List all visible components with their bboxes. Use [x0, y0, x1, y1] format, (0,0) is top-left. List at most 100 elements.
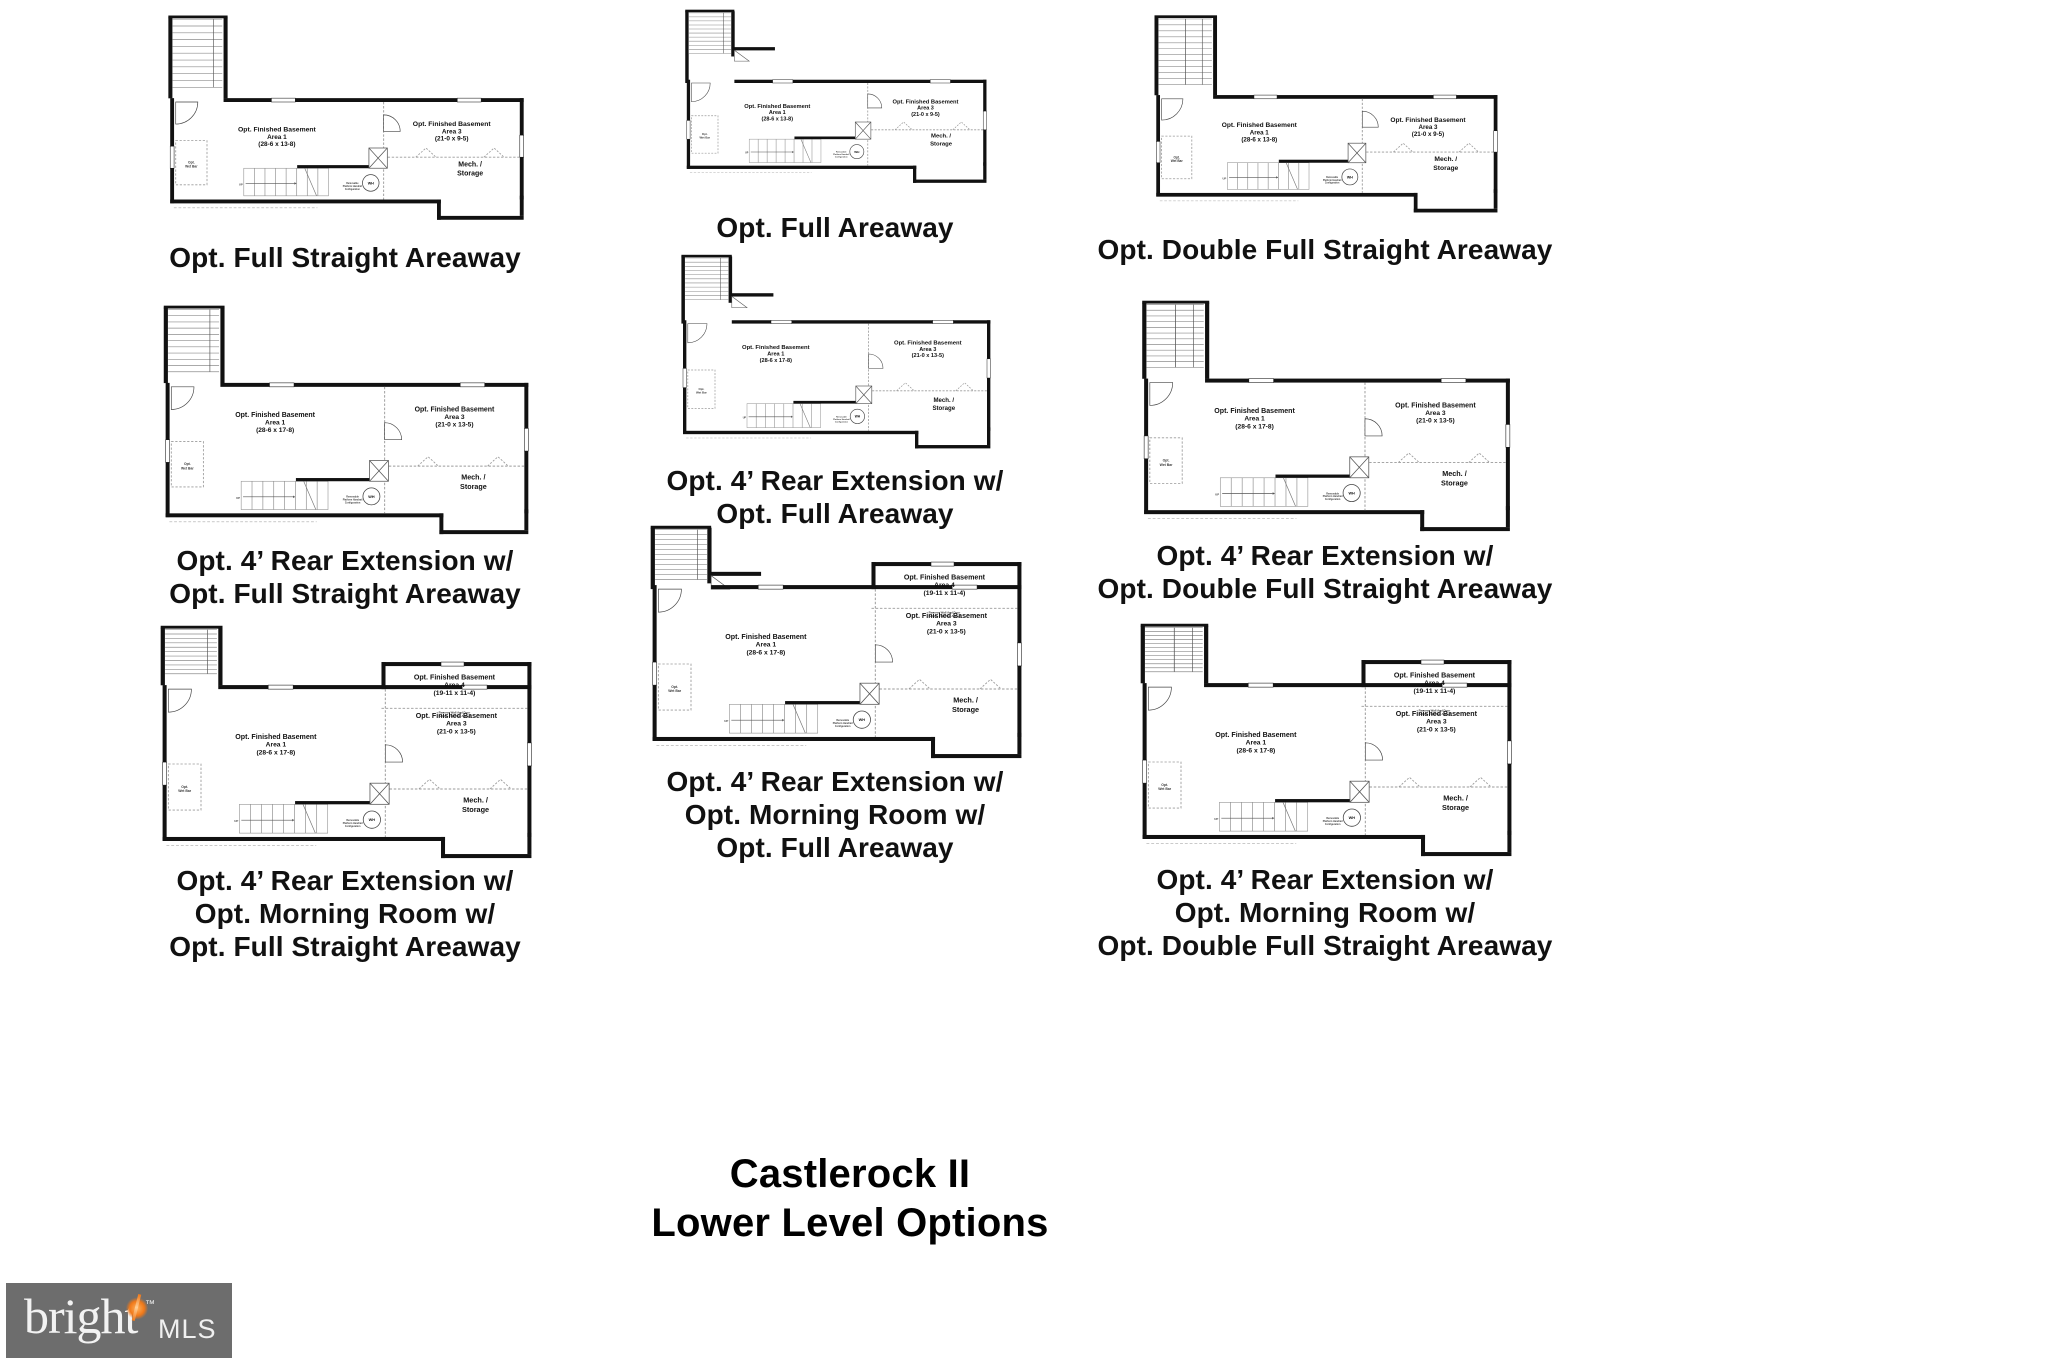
- svg-text:Area 4: Area 4: [444, 682, 465, 689]
- svg-text:Wet Bar: Wet Bar: [696, 390, 708, 394]
- caption-line: Opt. Full Areaway: [716, 831, 954, 863]
- svg-text:(28-6 x 17-8): (28-6 x 17-8): [760, 358, 792, 364]
- svg-text:Wet Bar: Wet Bar: [668, 689, 682, 693]
- svg-text:Platform Handrail: Platform Handrail: [833, 153, 850, 156]
- svg-text:Storage: Storage: [462, 805, 489, 814]
- svg-text:Remove Wall And Door: Remove Wall And Door: [929, 611, 961, 615]
- svg-text:(21-0 x 13-5): (21-0 x 13-5): [1417, 726, 1456, 733]
- watermark-mls-text: MLS: [158, 1314, 217, 1344]
- caption-line: Opt. Full Areaway: [716, 497, 954, 529]
- svg-text:Area 3: Area 3: [444, 414, 464, 421]
- svg-text:Configuration: Configuration: [345, 501, 361, 504]
- svg-text:Area 1: Area 1: [1246, 740, 1267, 747]
- svg-text:Opt. Finished Basement: Opt. Finished Basement: [904, 574, 986, 582]
- plan-caption-rear-ext-double-full-straight-areaway: Opt. 4’ Rear Extension w/Opt. Double Ful…: [1060, 540, 1590, 606]
- svg-text:Opt. Finished Basement: Opt. Finished Basement: [1222, 122, 1298, 129]
- svg-text:Storage: Storage: [932, 405, 955, 412]
- caption-line: Opt. 4’ Rear Extension w/: [176, 545, 514, 576]
- plan-caption-rear-ext-morning-room-full-areaway: Opt. 4’ Rear Extension w/Opt. Morning Ro…: [570, 766, 1100, 864]
- svg-text:Opt. Finished Basement: Opt. Finished Basement: [894, 340, 962, 346]
- svg-text:Mech. /: Mech. /: [463, 795, 488, 804]
- svg-text:WH: WH: [368, 181, 374, 185]
- svg-text:Storage: Storage: [1442, 803, 1469, 812]
- svg-text:Configuration: Configuration: [835, 420, 849, 423]
- svg-text:Area 1: Area 1: [266, 742, 287, 749]
- svg-text:UP: UP: [724, 719, 728, 723]
- svg-text:Opt. Finished Basement: Opt. Finished Basement: [742, 345, 810, 351]
- plan-caption-double-full-straight-areaway: Opt. Double Full Straight Areaway: [1060, 234, 1590, 267]
- caption-line: Opt. Morning Room w/: [194, 897, 496, 929]
- svg-text:Storage: Storage: [460, 483, 487, 491]
- svg-text:(21-0 x 13-5): (21-0 x 13-5): [912, 353, 944, 359]
- svg-text:Opt. Finished Basement: Opt. Finished Basement: [725, 633, 807, 641]
- svg-text:Remove Wall And Door: Remove Wall And Door: [1419, 709, 1451, 713]
- svg-text:Area 3: Area 3: [919, 347, 936, 353]
- svg-text:(21-0 x 13-5): (21-0 x 13-5): [1416, 418, 1454, 425]
- svg-text:Opt. Finished Basement: Opt. Finished Basement: [744, 104, 810, 110]
- caption-line: Opt. Full Straight Areaway: [169, 577, 521, 609]
- svg-text:Storage: Storage: [1433, 165, 1458, 172]
- caption-line: Opt. 4’ Rear Extension w/: [666, 465, 1004, 496]
- svg-text:UP: UP: [239, 182, 243, 186]
- svg-text:Removable: Removable: [1326, 177, 1339, 179]
- svg-text:Opt. Finished Basement: Opt. Finished Basement: [1394, 672, 1476, 680]
- svg-text:Area 3: Area 3: [917, 106, 934, 112]
- svg-text:WH: WH: [1349, 816, 1356, 820]
- svg-text:Area 3: Area 3: [1425, 410, 1446, 417]
- svg-text:(21-0 x 9-5): (21-0 x 9-5): [435, 136, 469, 143]
- svg-text:WH: WH: [854, 150, 860, 154]
- svg-text:Removable: Removable: [1326, 492, 1339, 495]
- trademark-symbol: ™: [145, 1299, 155, 1310]
- svg-text:Removable: Removable: [836, 417, 848, 419]
- svg-text:Area 3: Area 3: [442, 128, 462, 135]
- svg-text:Wet Bar: Wet Bar: [178, 789, 192, 793]
- svg-text:Opt.: Opt.: [1163, 459, 1170, 463]
- svg-text:Opt.: Opt.: [1161, 783, 1168, 787]
- svg-text:Removable: Removable: [836, 152, 847, 154]
- svg-text:Opt.: Opt.: [702, 132, 708, 136]
- svg-text:Mech. /: Mech. /: [931, 134, 951, 140]
- svg-text:Opt. Finished Basement: Opt. Finished Basement: [1395, 402, 1476, 409]
- svg-text:Opt. Finished Basement: Opt. Finished Basement: [892, 99, 958, 105]
- caption-line: Opt. Full Straight Areaway: [169, 930, 521, 962]
- caption-line: Opt. 4’ Rear Extension w/: [666, 766, 1004, 797]
- svg-text:(21-0 x 9-5): (21-0 x 9-5): [911, 112, 940, 118]
- svg-text:w/ Opt. Finished Area 4: w/ Opt. Finished Area 4: [1418, 712, 1451, 716]
- caption-line: Opt. 4’ Rear Extension w/: [176, 865, 514, 896]
- svg-text:Area 1: Area 1: [1250, 129, 1270, 136]
- title-line-1: Castlerock II: [729, 1152, 971, 1196]
- caption-line: Opt. Morning Room w/: [684, 798, 986, 830]
- svg-text:(28-6 x 17-8): (28-6 x 17-8): [256, 749, 295, 756]
- svg-text:UP: UP: [745, 153, 749, 155]
- svg-text:Area 4: Area 4: [1424, 680, 1445, 687]
- caption-line: Opt. Double Full Straight Areaway: [1097, 572, 1553, 604]
- page-title: Castlerock II Lower Level Options: [620, 1150, 1080, 1248]
- svg-text:UP: UP: [236, 496, 240, 500]
- svg-text:Opt. Finished Basement: Opt. Finished Basement: [416, 712, 498, 720]
- svg-text:(21-0 x 13-5): (21-0 x 13-5): [435, 421, 473, 428]
- svg-text:WH: WH: [368, 495, 375, 499]
- svg-text:Platform Handrail: Platform Handrail: [833, 418, 850, 421]
- svg-text:Area 1: Area 1: [756, 642, 777, 649]
- svg-text:Opt.: Opt.: [699, 387, 705, 391]
- svg-text:Opt. Finished Basement: Opt. Finished Basement: [238, 126, 317, 133]
- svg-text:Opt.: Opt.: [1174, 155, 1180, 159]
- svg-text:Configuration: Configuration: [1325, 498, 1341, 501]
- svg-text:Area 1: Area 1: [769, 110, 786, 116]
- svg-text:Area 4: Area 4: [934, 582, 955, 589]
- svg-text:Mech. /: Mech. /: [1443, 793, 1468, 802]
- svg-text:Mech. /: Mech. /: [953, 695, 978, 704]
- svg-text:(28-6 x 13-8): (28-6 x 13-8): [762, 116, 794, 122]
- svg-text:Configuration: Configuration: [345, 188, 361, 191]
- svg-text:Area 3: Area 3: [1419, 124, 1439, 131]
